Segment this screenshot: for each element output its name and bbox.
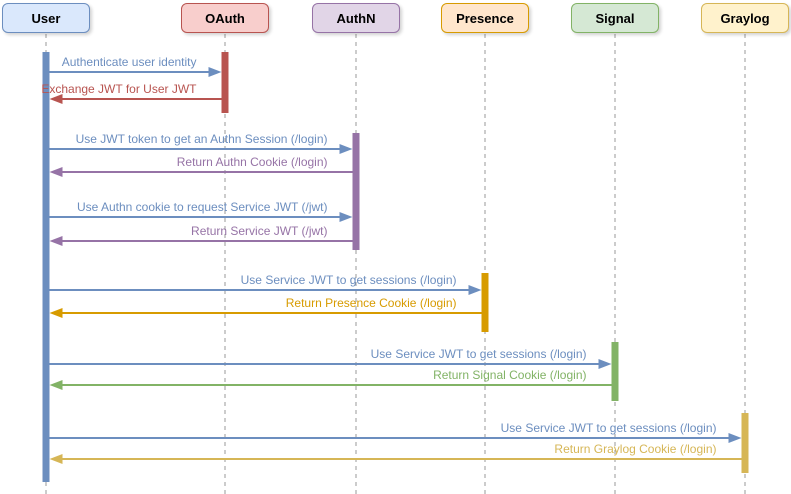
message-label: Use JWT token to get an Authn Session (/… (75, 132, 328, 146)
message-label: Return Presence Cookie (/login) (285, 296, 457, 310)
message-arrowhead-6 (468, 285, 482, 295)
message-label: Use Service JWT to get sessions (/login) (370, 347, 587, 361)
message-arrowhead-11 (49, 454, 63, 464)
participant-signal: Signal (571, 3, 659, 33)
message-label: Use Service JWT to get sessions (/login) (500, 421, 717, 435)
message-label: Use Service JWT to get sessions (/login) (240, 273, 457, 287)
activation-bar-presence (481, 273, 489, 332)
participant-label-user: User (31, 10, 61, 26)
participant-user: User (2, 3, 90, 33)
message-label: Return Signal Cookie (/login) (433, 368, 587, 382)
participant-label-signal: Signal (595, 10, 635, 26)
message-label: Use Authn cookie to request Service JWT … (76, 200, 328, 214)
message-arrowhead-5 (49, 236, 63, 246)
message-arrowhead-10 (728, 433, 742, 443)
participant-label-authn: AuthN (336, 10, 376, 26)
participant-authn: AuthN (312, 3, 400, 33)
message-arrowhead-0 (208, 67, 222, 77)
message-arrowhead-8 (598, 359, 612, 369)
activation-bar-oauth (221, 52, 229, 113)
activation-bar-user (42, 52, 50, 482)
activation-bar-authn (352, 133, 360, 250)
message-arrowhead-7 (49, 308, 63, 318)
participant-label-graylog: Graylog (720, 10, 770, 26)
message-arrowhead-9 (49, 380, 63, 390)
message-arrowhead-1 (49, 94, 63, 104)
message-label: Authenticate user identity (61, 55, 197, 69)
participant-oauth: OAuth (181, 3, 269, 33)
message-label: Exchange JWT for User JWT (41, 82, 197, 96)
participant-graylog: Graylog (701, 3, 789, 33)
message-label: Return Graylog Cookie (/login) (554, 442, 717, 456)
activation-bar-signal (611, 342, 619, 401)
activation-bar-graylog (741, 413, 749, 473)
participant-presence: Presence (441, 3, 529, 33)
message-arrowhead-4 (339, 212, 353, 222)
message-label: Return Service JWT (/jwt) (191, 224, 328, 238)
message-arrowhead-3 (49, 167, 63, 177)
message-arrowhead-2 (339, 144, 353, 154)
participant-label-oauth: OAuth (205, 10, 245, 26)
message-label: Return Authn Cookie (/login) (176, 155, 328, 169)
participant-label-presence: Presence (456, 10, 514, 26)
